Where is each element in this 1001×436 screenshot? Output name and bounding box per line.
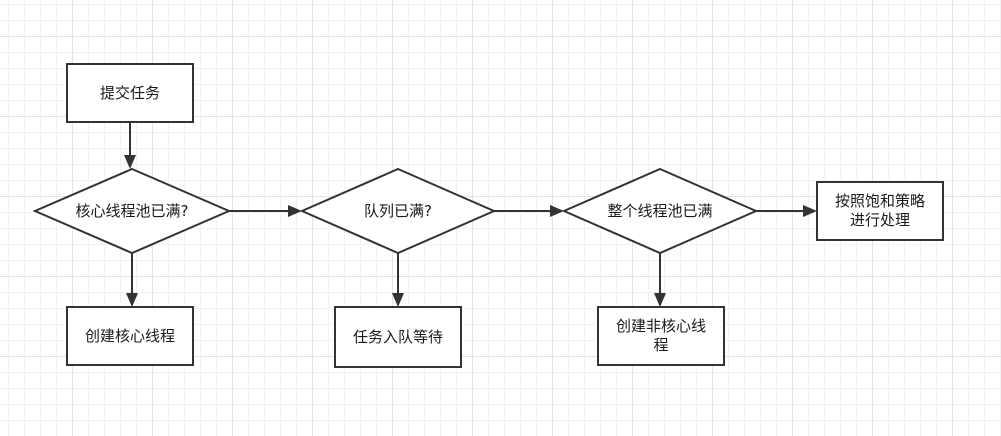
enqueue-task-box — [334, 306, 462, 368]
arrowhead-icon — [392, 293, 404, 307]
submit-task-box — [66, 63, 194, 123]
create-noncore-thread-box-label: 创建非核心线程 — [615, 317, 706, 354]
arrowhead-icon — [288, 205, 302, 217]
submit-task-box-label: 提交任务 — [99, 83, 160, 102]
arrow-queue_full-to-enqueue — [392, 253, 404, 307]
queue-full-decision-label: 队列已满? — [364, 201, 432, 220]
arrowhead-icon — [654, 293, 666, 307]
arrowhead-icon — [803, 205, 817, 217]
arrow-pool_full-to-create_noncore — [654, 253, 666, 307]
arrow-pool_full-to-reject — [756, 205, 817, 217]
core-pool-full-decision-label: 核心线程池已满? — [75, 201, 189, 220]
saturation-policy-box — [816, 181, 944, 241]
arrow-queue_full-to-pool_full — [494, 205, 564, 217]
arrowhead-icon — [124, 155, 136, 169]
create-noncore-thread-box — [597, 306, 725, 366]
create-core-thread-box-label: 创建核心线程 — [84, 326, 175, 345]
pool-full-decision-label: 整个线程池已满 — [607, 201, 713, 220]
arrow-core_full-to-create_core — [126, 253, 138, 307]
arrow-submit-to-core_full — [124, 122, 136, 169]
arrowhead-icon — [550, 205, 564, 217]
arrowhead-icon — [126, 293, 138, 307]
flowchart-shapes — [32, 63, 944, 368]
arrow-core_full-to-queue_full — [229, 205, 302, 217]
enqueue-task-box-label: 任务入队等待 — [352, 327, 443, 346]
create-core-thread-box — [66, 306, 194, 366]
flowchart-edges — [124, 122, 817, 307]
saturation-policy-box-label: 按照饱和策略进行处理 — [834, 192, 925, 229]
